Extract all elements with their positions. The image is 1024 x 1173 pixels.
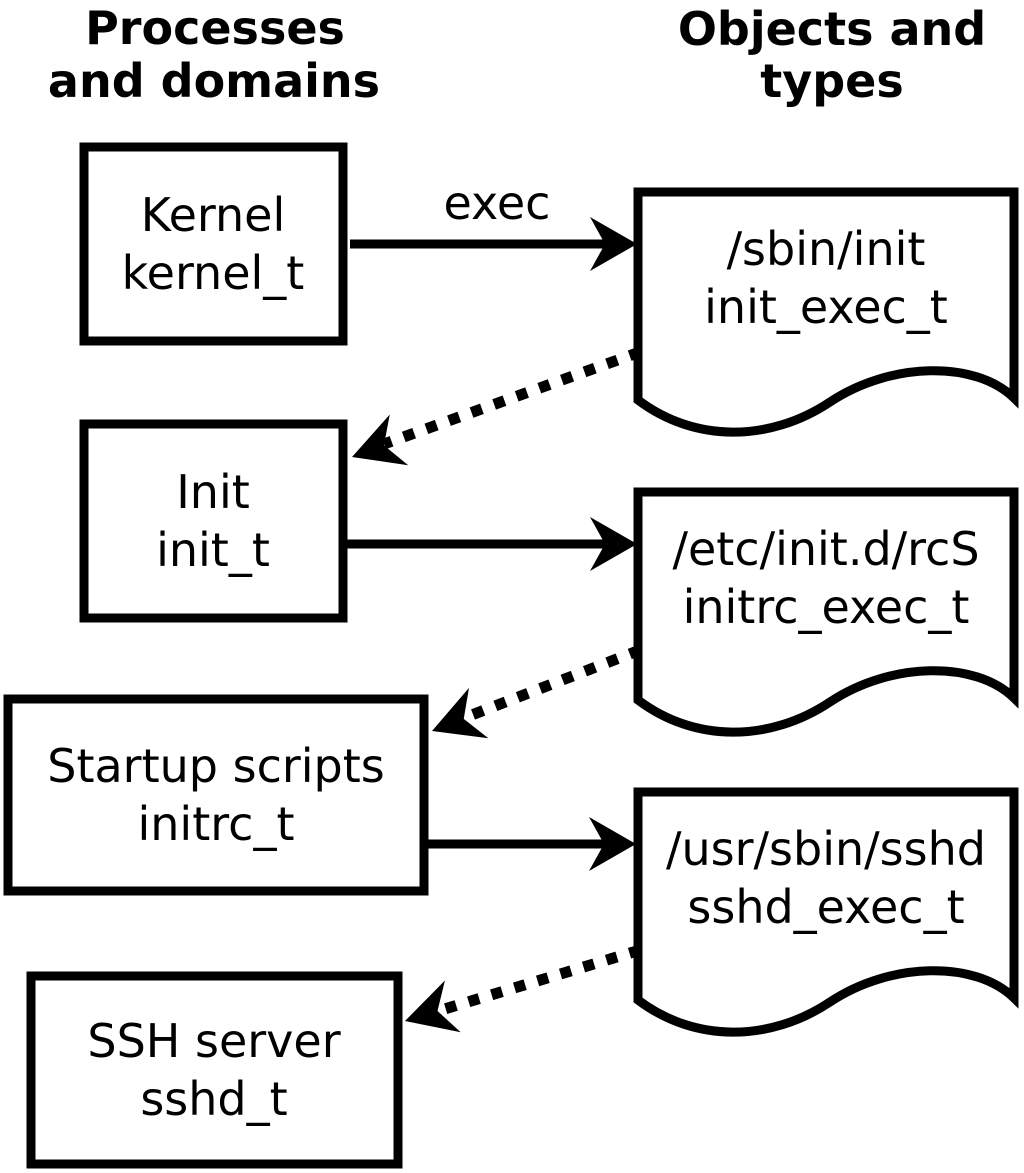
header-processes-line1: Processes bbox=[85, 1, 345, 55]
arrow-line bbox=[462, 644, 642, 724]
process-box bbox=[79, 142, 348, 346]
object-type: sshd_exec_t bbox=[687, 880, 964, 934]
arrow-head-icon bbox=[432, 687, 489, 739]
exec-edge-label: exec bbox=[444, 176, 551, 230]
header-objects-line2: types bbox=[760, 54, 903, 108]
process-node-startup-scripts: Startup scripts initrc_t bbox=[3, 694, 429, 896]
arrow-head-icon bbox=[405, 980, 461, 1033]
transition-arrow-initrc-exec-to-initrc-t bbox=[432, 644, 642, 739]
object-path: /sbin/init bbox=[727, 222, 926, 276]
transition-arrow-init-exec-to-init-t bbox=[352, 346, 642, 466]
arrow-head-icon bbox=[589, 817, 636, 871]
object-node-usr-sbin-sshd: /usr/sbin/sshd sshd_exec_t bbox=[633, 787, 1019, 1037]
process-box bbox=[3, 694, 429, 896]
exec-arrow-kernel-to-sbin-init: exec bbox=[350, 176, 637, 271]
process-name: Startup scripts bbox=[47, 739, 385, 793]
object-path: /usr/sbin/sshd bbox=[666, 822, 986, 876]
process-domain-type: kernel_t bbox=[122, 246, 305, 300]
exec-arrow-init-to-rcs bbox=[347, 517, 637, 571]
arrow-head-icon bbox=[590, 517, 637, 571]
process-name: Kernel bbox=[141, 188, 286, 242]
arrow-line bbox=[382, 346, 642, 450]
process-node-kernel: Kernel kernel_t bbox=[79, 142, 348, 346]
process-name: SSH server bbox=[87, 1014, 340, 1068]
column-header-processes-and-domains: Processes and domains bbox=[48, 1, 380, 108]
process-domain-type: initrc_t bbox=[138, 797, 295, 851]
process-domain-type: sshd_t bbox=[140, 1072, 287, 1126]
arrow-line bbox=[436, 944, 642, 1017]
process-domain-type: init_t bbox=[156, 523, 270, 577]
document-shape bbox=[633, 787, 1019, 1037]
column-header-objects-and-types: Objects and types bbox=[678, 2, 986, 108]
header-objects-line1: Objects and bbox=[678, 2, 986, 56]
exec-arrow-initrc-to-sshd bbox=[428, 817, 636, 871]
header-processes-line2: and domains bbox=[48, 54, 380, 108]
process-node-init: Init init_t bbox=[79, 419, 348, 623]
process-name: Init bbox=[176, 465, 250, 519]
object-node-etc-initd-rcs: /etc/init.d/rcS initrc_exec_t bbox=[633, 487, 1019, 737]
transition-arrow-sshd-exec-to-sshd-t bbox=[405, 944, 642, 1033]
document-shape bbox=[633, 187, 1019, 437]
arrow-head-icon bbox=[352, 414, 409, 466]
process-box bbox=[26, 971, 403, 1169]
arrow-head-icon bbox=[590, 217, 637, 271]
object-type: init_exec_t bbox=[704, 280, 948, 334]
document-shape bbox=[633, 487, 1019, 737]
object-path: /etc/init.d/rcS bbox=[672, 522, 979, 576]
object-type: initrc_exec_t bbox=[683, 580, 970, 634]
object-node-sbin-init: /sbin/init init_exec_t bbox=[633, 187, 1019, 437]
process-box bbox=[79, 419, 348, 623]
process-node-ssh-server: SSH server sshd_t bbox=[26, 971, 403, 1169]
